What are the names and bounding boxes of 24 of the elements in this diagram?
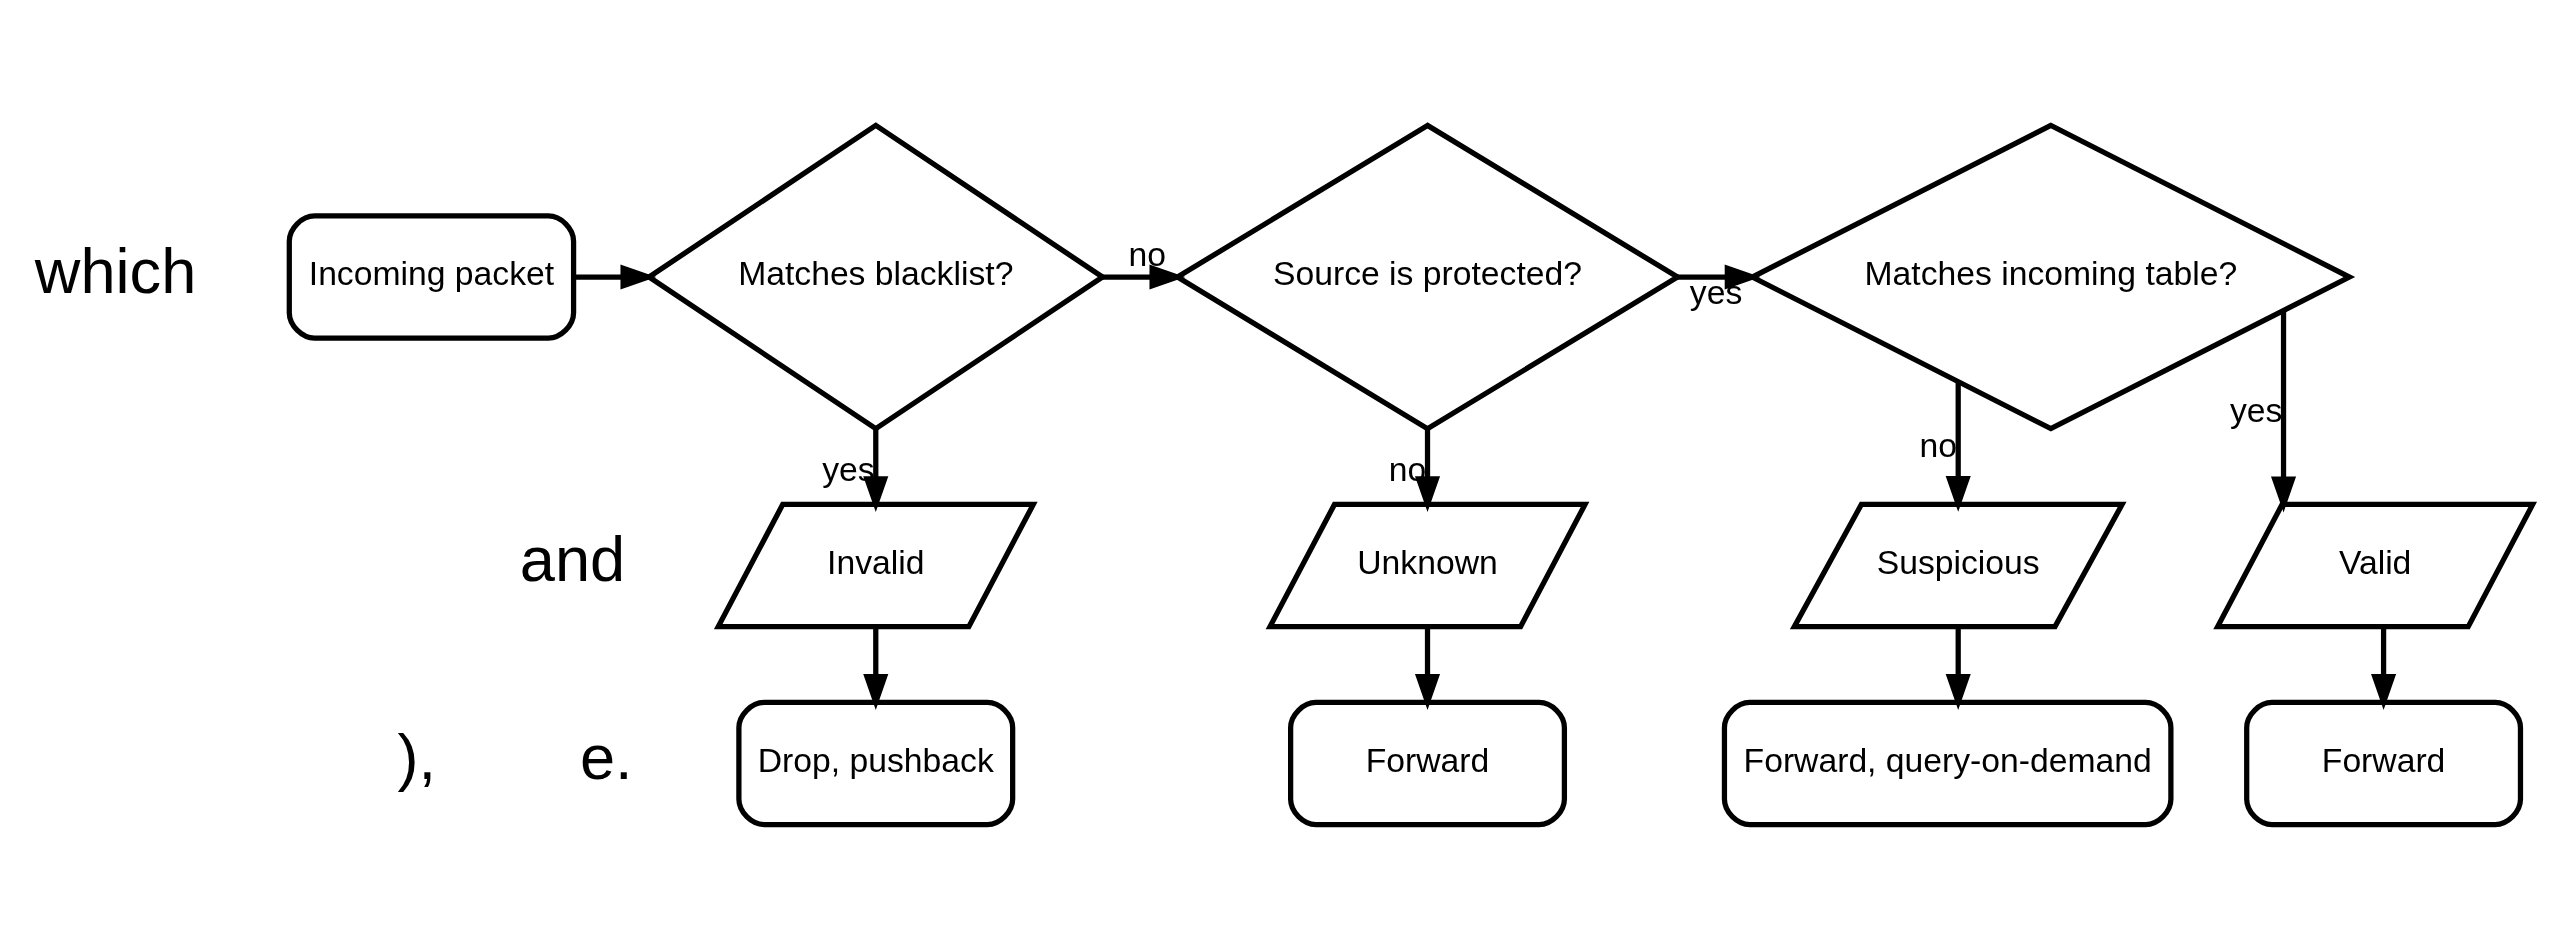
- label: e.: [579, 721, 633, 792]
- node-box: Drop, pushback: [736, 699, 1016, 827]
- edge-label: yes: [1689, 273, 1743, 311]
- arrow: [1102, 264, 1186, 290]
- label: which: [34, 235, 197, 306]
- arrow: [863, 626, 889, 710]
- arrow: [1677, 264, 1761, 290]
- arrow: [2371, 626, 2397, 710]
- node-box: Incoming packet: [286, 212, 577, 341]
- arrow: [1414, 428, 1441, 512]
- edge-label: yes: [2229, 391, 2283, 429]
- node-box: Forward, query-on-demand: [1721, 699, 2174, 827]
- arrow: [573, 264, 657, 290]
- arrow: [1945, 381, 1971, 512]
- node-box: Forward: [1288, 699, 1568, 827]
- edge-label: no: [1128, 235, 1167, 273]
- edge-label: no: [1919, 426, 1957, 464]
- arrow: [1945, 626, 1971, 710]
- arrow: [863, 428, 889, 512]
- label: and: [519, 523, 626, 594]
- label: ),: [397, 721, 436, 792]
- arrow: [2271, 310, 2297, 512]
- node-box: Forward: [2244, 699, 2524, 827]
- arrow: [1414, 626, 1441, 710]
